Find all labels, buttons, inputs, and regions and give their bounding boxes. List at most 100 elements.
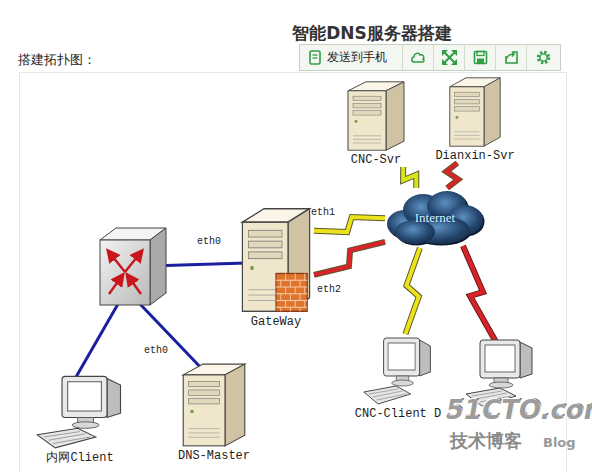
device-icon — [285, 274, 286, 281]
device-icon — [304, 274, 305, 281]
interface-name: eth2 — [317, 284, 341, 296]
device-icon — [456, 116, 459, 119]
switch-symbol — [128, 276, 141, 294]
device-icon — [68, 382, 102, 411]
lightning-outline — [405, 248, 420, 334]
toolbar-text: 发送到手机 — [327, 50, 387, 65]
expand-icon — [444, 52, 455, 63]
device-icon — [362, 334, 434, 406]
lan-wire — [140, 304, 205, 372]
device-icon — [189, 390, 220, 395]
device-icon — [454, 131, 479, 132]
switch-symbol — [100, 228, 166, 305]
expand-icon — [444, 52, 455, 63]
send-icon — [308, 50, 322, 65]
client-computer: 内网Client — [30, 372, 130, 465]
toolbar-button — [434, 45, 465, 70]
device-icon — [304, 301, 305, 308]
device-icon — [295, 301, 296, 308]
device-icon — [384, 338, 420, 376]
device-icon — [250, 266, 254, 270]
device-icon — [285, 287, 286, 294]
lan-wire — [72, 304, 118, 384]
device-icon — [240, 206, 312, 314]
device-label: 内网Client — [46, 451, 113, 465]
device-icon — [348, 91, 386, 150]
save-icon — [477, 59, 484, 64]
device-icon — [189, 381, 220, 386]
section-heading: 搭建拓扑图： — [18, 52, 96, 68]
device-icon — [392, 380, 414, 386]
lightning-outline — [446, 163, 458, 188]
gear-icon — [538, 52, 548, 62]
device-icon — [248, 252, 282, 259]
gear-icon — [540, 54, 547, 61]
client-computer: CNC-Client D — [343, 334, 453, 421]
device-icon — [35, 372, 125, 450]
switch-symbol — [109, 276, 122, 294]
device-icon — [181, 362, 247, 448]
switch-symbol — [150, 228, 166, 305]
device-icon — [353, 139, 381, 140]
client-computer — [520, 342, 532, 378]
device-icon — [353, 143, 381, 144]
device-icon — [454, 107, 479, 112]
switch-symbol — [109, 252, 141, 294]
toolbar-button — [403, 45, 434, 70]
device-icon — [300, 280, 301, 287]
device-icon — [364, 386, 411, 404]
share-icon — [506, 52, 514, 61]
device-icon — [295, 274, 296, 281]
lightning-link — [314, 217, 385, 232]
server-tower: Dianxin-Svr — [428, 76, 522, 163]
lightning-outline — [403, 167, 416, 188]
device-icon — [373, 391, 403, 397]
device-icon — [300, 307, 301, 311]
expand-icon — [442, 59, 448, 65]
device-icon — [183, 375, 225, 446]
device-icon — [49, 434, 86, 441]
device-icon — [353, 135, 381, 136]
lightning-bolt — [405, 248, 420, 334]
device-icon — [44, 432, 80, 437]
expand-icon — [444, 52, 455, 63]
expand-icon — [451, 59, 457, 65]
device-icon — [242, 222, 288, 311]
cloud-icon — [412, 53, 424, 62]
server-tower: DNS-Master — [170, 362, 258, 463]
device-icon — [189, 399, 220, 404]
lightning-outline — [314, 217, 385, 232]
save-icon — [475, 52, 487, 64]
lightning-bolt — [446, 163, 458, 188]
interface-name: eth1 — [311, 207, 335, 219]
device-icon — [386, 82, 404, 150]
browser-toolbar: 发送到手机 — [299, 44, 561, 71]
expand-icon — [442, 50, 457, 65]
switch-symbol — [100, 240, 150, 305]
device-icon — [353, 111, 381, 116]
send-icon — [313, 57, 318, 58]
device-icon — [346, 80, 406, 152]
device-icon — [454, 135, 479, 136]
expand-icon — [442, 50, 448, 56]
switch-symbol — [125, 252, 141, 272]
device-icon — [354, 120, 357, 123]
watermark: Blog — [543, 435, 576, 451]
device-icon — [304, 287, 305, 294]
device-label: CNC-Svr — [351, 153, 401, 167]
device-icon — [454, 92, 479, 97]
device-icon — [35, 372, 125, 450]
cloud-label: Internet — [385, 188, 485, 248]
device-icon — [484, 78, 500, 146]
lightning-link — [403, 167, 416, 188]
save-icon — [473, 50, 488, 65]
toolbar-button: 发送到手机 — [300, 45, 403, 70]
device-label: GateWay — [251, 315, 301, 329]
lightning-link — [314, 242, 385, 275]
device-icon — [190, 410, 194, 413]
gear-icon — [536, 50, 551, 65]
device-icon — [248, 230, 282, 237]
share-icon — [504, 50, 519, 65]
device-icon — [276, 274, 307, 312]
